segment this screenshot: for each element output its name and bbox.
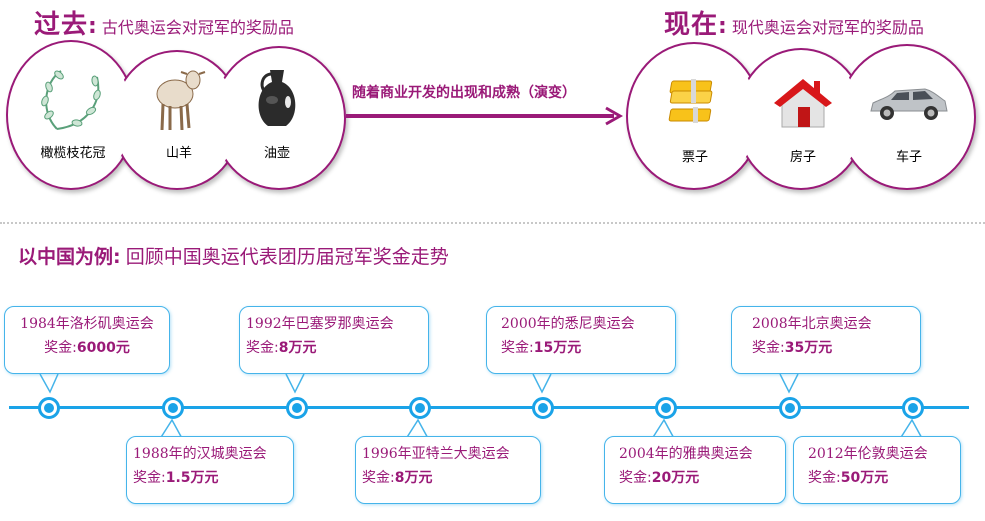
present-subtitle: 现代奥运会对冠军的奖励品: [731, 18, 924, 37]
timeline-dot-2004: [655, 397, 677, 419]
section-subtitle: 回顾中国奥运代表团历届冠军奖金走势: [125, 246, 449, 268]
timeline-dot-1992: [286, 397, 308, 419]
present-heading: 现在: 现代奥运会对冠军的奖励品: [664, 4, 924, 41]
timeline-bubble-2000: 2000年的悉尼奥运会 奖金:15万元: [486, 306, 676, 374]
timeline-dot-2008: [779, 397, 801, 419]
goat-icon: [124, 64, 234, 134]
event-prize: 奖金:15万元: [501, 340, 582, 356]
present-item-label: 票子: [681, 150, 708, 165]
event-title: 1984年洛杉矶奥运会: [20, 316, 154, 332]
event-title: 1996年亚特兰大奥运会: [362, 446, 510, 462]
present-item-car: 车子: [854, 68, 964, 165]
past-item-label: 油壶: [263, 146, 290, 161]
timeline-bubble-1988: 1988年的汉城奥运会 奖金:1.5万元: [126, 436, 294, 504]
event-title: 1992年巴塞罗那奥运会: [246, 316, 394, 332]
present-title: 现在: [664, 10, 719, 40]
past-rewards-cloud: 橄榄枝花冠 山羊 油壶: [0, 38, 350, 198]
present-item-house: 房子: [748, 68, 858, 165]
money-icon: [640, 68, 750, 138]
event-title: 1988年的汉城奥运会: [133, 446, 267, 462]
past-item-oil-jar: 油壶: [222, 64, 332, 161]
event-prize: 奖金:6000元: [44, 340, 130, 356]
event-prize: 奖金:8万元: [362, 470, 433, 486]
timeline-bubble-2004: 2004年的雅典奥运会 奖金:20万元: [604, 436, 786, 504]
past-heading: 过去: 古代奥运会对冠军的奖励品: [34, 4, 294, 41]
present-item-label: 车子: [895, 150, 922, 165]
timeline-dot-2000: [532, 397, 554, 419]
timeline-bubble-2008: 2008年北京奥运会 奖金:35万元: [731, 306, 921, 374]
section-colon: :: [113, 246, 121, 268]
past-item-label: 橄榄枝花冠: [40, 146, 106, 161]
timeline-dot-1988: [162, 397, 184, 419]
timeline-dot-2012: [902, 397, 924, 419]
past-colon: :: [88, 14, 97, 39]
timeline-axis: [9, 406, 969, 409]
oil-jar-icon: [222, 64, 332, 134]
section-heading: 以中国为例: 回顾中国奥运代表团历届冠军奖金走势: [18, 242, 449, 269]
house-icon: [748, 68, 858, 138]
timeline-dot-1996: [409, 397, 431, 419]
present-item-money: 票子: [640, 68, 750, 165]
present-item-label: 房子: [789, 150, 816, 165]
event-title: 2004年的雅典奥运会: [619, 446, 753, 462]
timeline-dot-1984: [38, 397, 60, 419]
event-prize: 奖金:8万元: [246, 340, 317, 356]
event-title: 2000年的悉尼奥运会: [501, 316, 635, 332]
past-subtitle: 古代奥运会对冠军的奖励品: [101, 18, 294, 37]
section-title: 以中国为例: [18, 246, 114, 268]
timeline-bubble-1984: 1984年洛杉矶奥运会 奖金:6000元: [4, 306, 170, 374]
evolution-label: 随着商业开发的出现和成熟（演变）: [352, 85, 576, 101]
event-prize: 奖金:35万元: [752, 340, 833, 356]
event-prize: 奖金:50万元: [808, 470, 889, 486]
past-item-olive-wreath: 橄榄枝花冠: [18, 64, 128, 161]
past-item-label: 山羊: [165, 146, 192, 161]
event-title: 2012年伦敦奥运会: [808, 446, 928, 462]
car-icon: [854, 68, 964, 138]
event-prize: 奖金:20万元: [619, 470, 700, 486]
event-title: 2008年北京奥运会: [752, 316, 872, 332]
arrow-head-icon: [605, 106, 624, 126]
timeline-bubble-1992: 1992年巴塞罗那奥运会 奖金:8万元: [239, 306, 429, 374]
present-colon: :: [718, 14, 727, 39]
event-prize: 奖金:1.5万元: [133, 470, 219, 486]
evolution-arrow: [346, 114, 614, 118]
timeline-bubble-1996: 1996年亚特兰大奥运会 奖金:8万元: [355, 436, 541, 504]
past-item-goat: 山羊: [124, 64, 234, 161]
section-divider: [0, 222, 985, 224]
timeline-bubble-2012: 2012年伦敦奥运会 奖金:50万元: [793, 436, 961, 504]
past-title: 过去: [34, 10, 89, 40]
present-rewards-cloud: 票子 房子 车子: [622, 38, 982, 198]
olive-wreath-icon: [18, 64, 128, 134]
